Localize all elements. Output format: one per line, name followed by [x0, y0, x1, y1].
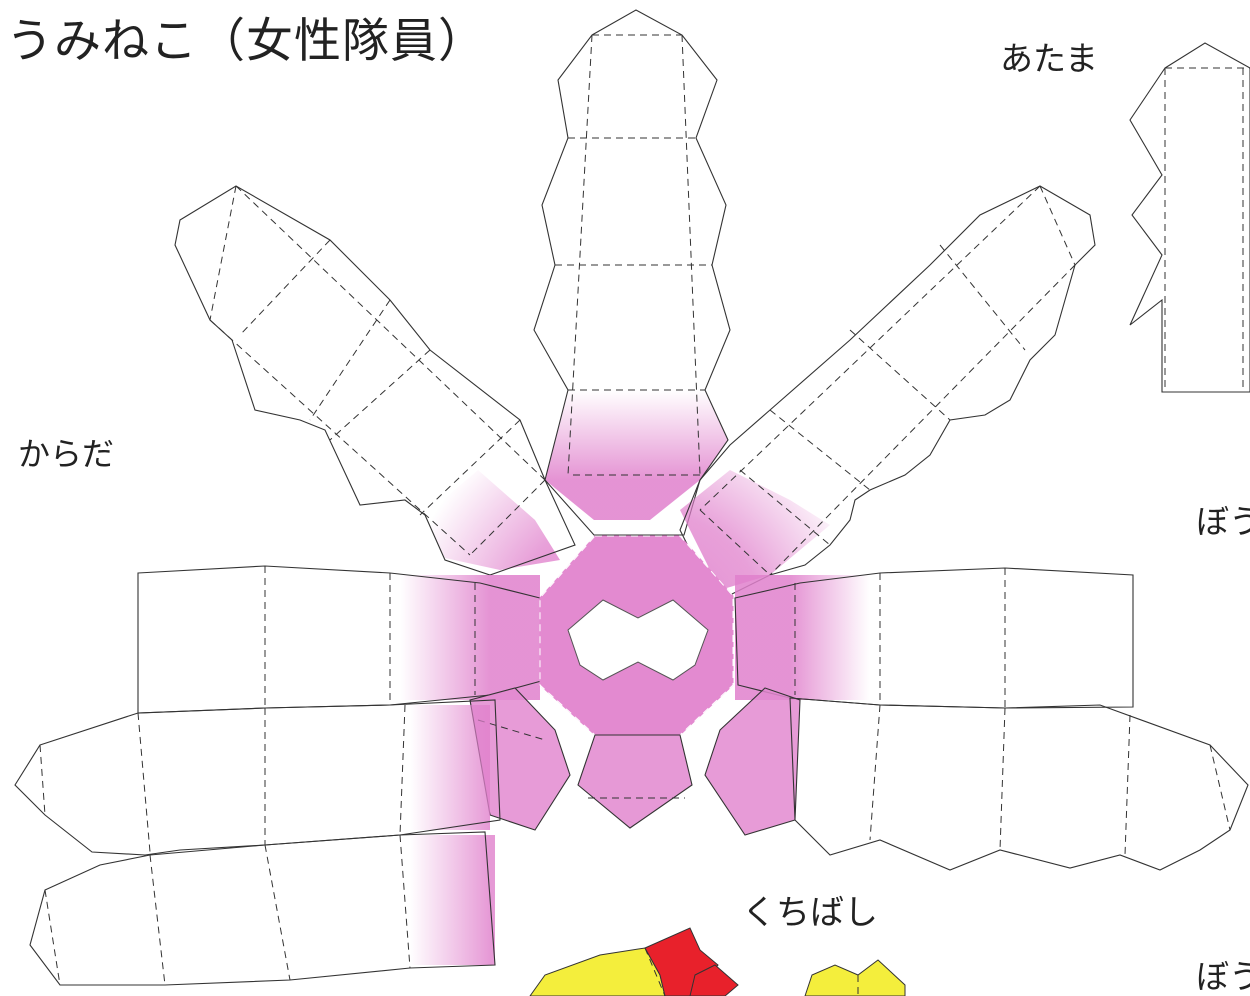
body-upper-left-arm [174, 185, 576, 576]
body-bottom-left-arm [29, 831, 496, 986]
body-lower-left-long-arm [14, 699, 501, 856]
body-right-arm [734, 567, 1134, 709]
body-lower-right-long-arm [789, 697, 1249, 871]
page-title: うみねこ（女性隊員） [6, 14, 486, 69]
body-lower-right-tab [704, 687, 801, 836]
body-bottom-tab [577, 734, 693, 829]
beak-part [529, 927, 906, 996]
body-upper-right-arm [679, 185, 1096, 596]
beak-label: くちばし [742, 893, 878, 933]
body-left-arm [137, 565, 546, 714]
hat-label-2: ぼう [1196, 957, 1250, 996]
head-label: あたま [1000, 39, 1099, 78]
hat-label-1: ぼう [1196, 502, 1250, 541]
body-center-hub [539, 535, 734, 736]
body-top-arm [533, 9, 731, 536]
body-label: からだ [18, 435, 115, 473]
head-part [1129, 42, 1250, 393]
body-part [14, 9, 1249, 986]
